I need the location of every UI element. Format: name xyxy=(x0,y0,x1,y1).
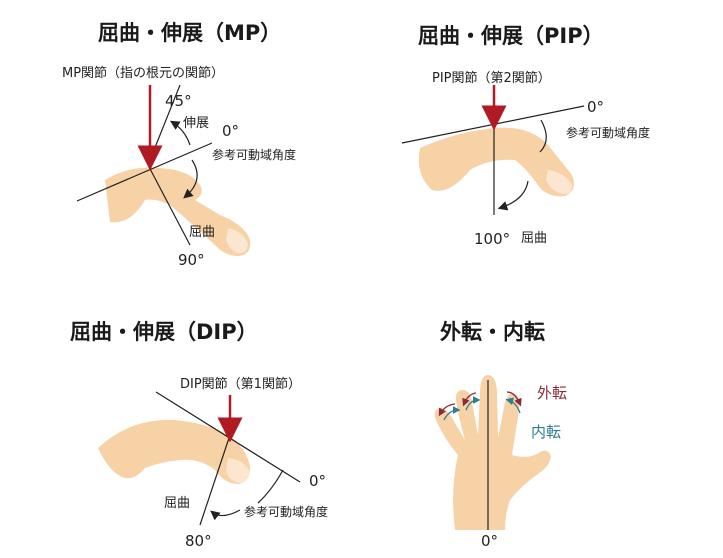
dip-flexion-label: 屈曲 xyxy=(164,496,191,511)
mp-extension-arc-arrow xyxy=(169,120,191,146)
mp-title: 屈曲・伸展（MP） xyxy=(98,21,282,45)
abd-title: 外転・内転 xyxy=(440,320,545,344)
abd-zero-angle: 0° xyxy=(481,532,499,550)
mp-flexion-label: 屈曲 xyxy=(189,225,216,240)
dip-reference-label: 参考可動域角度 xyxy=(244,505,329,519)
dip-flexion-arc-arrow xyxy=(212,469,284,516)
dip-flexion-angle: 80° xyxy=(185,532,212,550)
mp-extension-label: 伸展 xyxy=(183,116,210,131)
mp-flexion-arc-arrow xyxy=(183,159,198,199)
abduction-label: 外転 xyxy=(537,384,568,402)
pip-flexion-angle: 100° xyxy=(474,230,511,248)
mp-reference-label: 参考可動域角度 xyxy=(212,148,297,162)
pip-reference-label: 参考可動域角度 xyxy=(566,126,651,140)
mp-zero-angle: 0° xyxy=(222,122,240,140)
mp-finger-illustration xyxy=(105,167,251,256)
dip-finger-illustration xyxy=(98,419,250,484)
adduction-label: 内転 xyxy=(531,423,562,441)
pip-joint-label: PIP関節（第2関節） xyxy=(432,71,551,86)
abduction-arrows xyxy=(438,391,522,417)
hand-illustration xyxy=(434,375,551,530)
mp-joint-label: MP関節（指の根元の関節） xyxy=(62,66,225,81)
dip-joint-label: DIP関節（第1関節） xyxy=(180,377,301,392)
pip-flexion-arc-arrow xyxy=(500,119,547,208)
adduction-arrows xyxy=(443,396,521,421)
pip-flexion-label: 屈曲 xyxy=(521,231,548,246)
pip-title: 屈曲・伸展（PIP） xyxy=(418,24,604,48)
dip-title: 屈曲・伸展（DIP） xyxy=(70,320,258,344)
pip-zero-angle: 0° xyxy=(587,98,605,116)
mp-extension-angle: 45° xyxy=(165,92,192,110)
mp-flexion-angle: 90° xyxy=(178,251,205,269)
pip-finger-illustration xyxy=(418,127,574,197)
dip-zero-angle: 0° xyxy=(309,472,327,490)
